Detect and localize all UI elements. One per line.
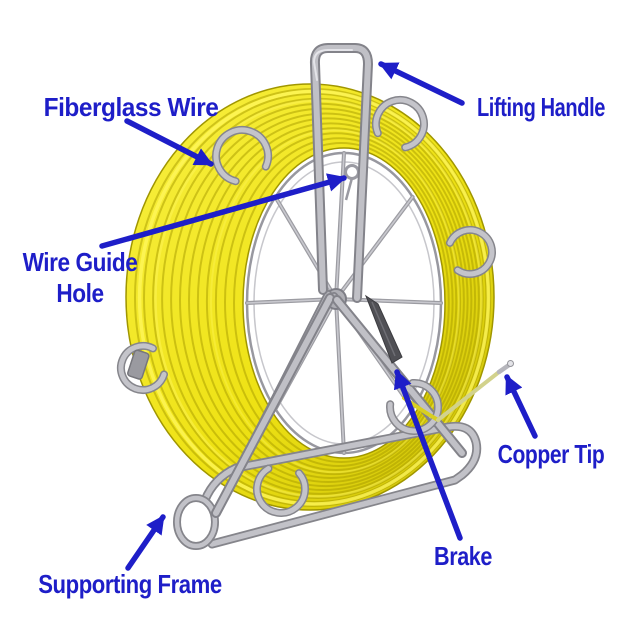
coil-strand-lines — [134, 88, 492, 507]
supporting-frame-base — [173, 421, 482, 550]
lifting-handle-label: Lifting Handle — [476, 92, 606, 122]
lifting-handle-arrow — [378, 61, 465, 106]
copper-tip-label: Copper Tip — [497, 439, 605, 469]
lifting-handle-and-posts — [309, 43, 373, 303]
wire-guide-hole-arrow — [99, 173, 347, 249]
copper-tip-ferrule — [496, 362, 512, 375]
copper-tip-arrow — [504, 374, 538, 439]
annotation-arrows — [99, 61, 538, 571]
wire-guide-hole-label: Wire Guide Hole — [23, 247, 138, 309]
fiberglass-wire-coil — [125, 83, 495, 511]
brake-arrow — [393, 369, 463, 541]
supporting-frame-arrow — [125, 514, 166, 571]
brake-lever — [364, 294, 403, 364]
brake-label: Brake — [434, 541, 492, 571]
wire-guide-clips — [116, 96, 496, 517]
fiberglass-wire-label: Fiberglass Wire — [43, 92, 219, 122]
copper-tip-point — [507, 360, 514, 367]
clip-buckle — [127, 349, 150, 380]
wire-guide-hole-ring — [344, 164, 360, 201]
supporting-frame-label: Supporting Frame — [38, 569, 222, 599]
fiberglass-wire-arrow — [124, 118, 214, 167]
copper-tip-rod — [436, 370, 501, 422]
wire-guide-hole-label-line1: Wire Guide — [22, 247, 138, 277]
wire-guide-hole-label-line2: Hole — [56, 278, 104, 308]
